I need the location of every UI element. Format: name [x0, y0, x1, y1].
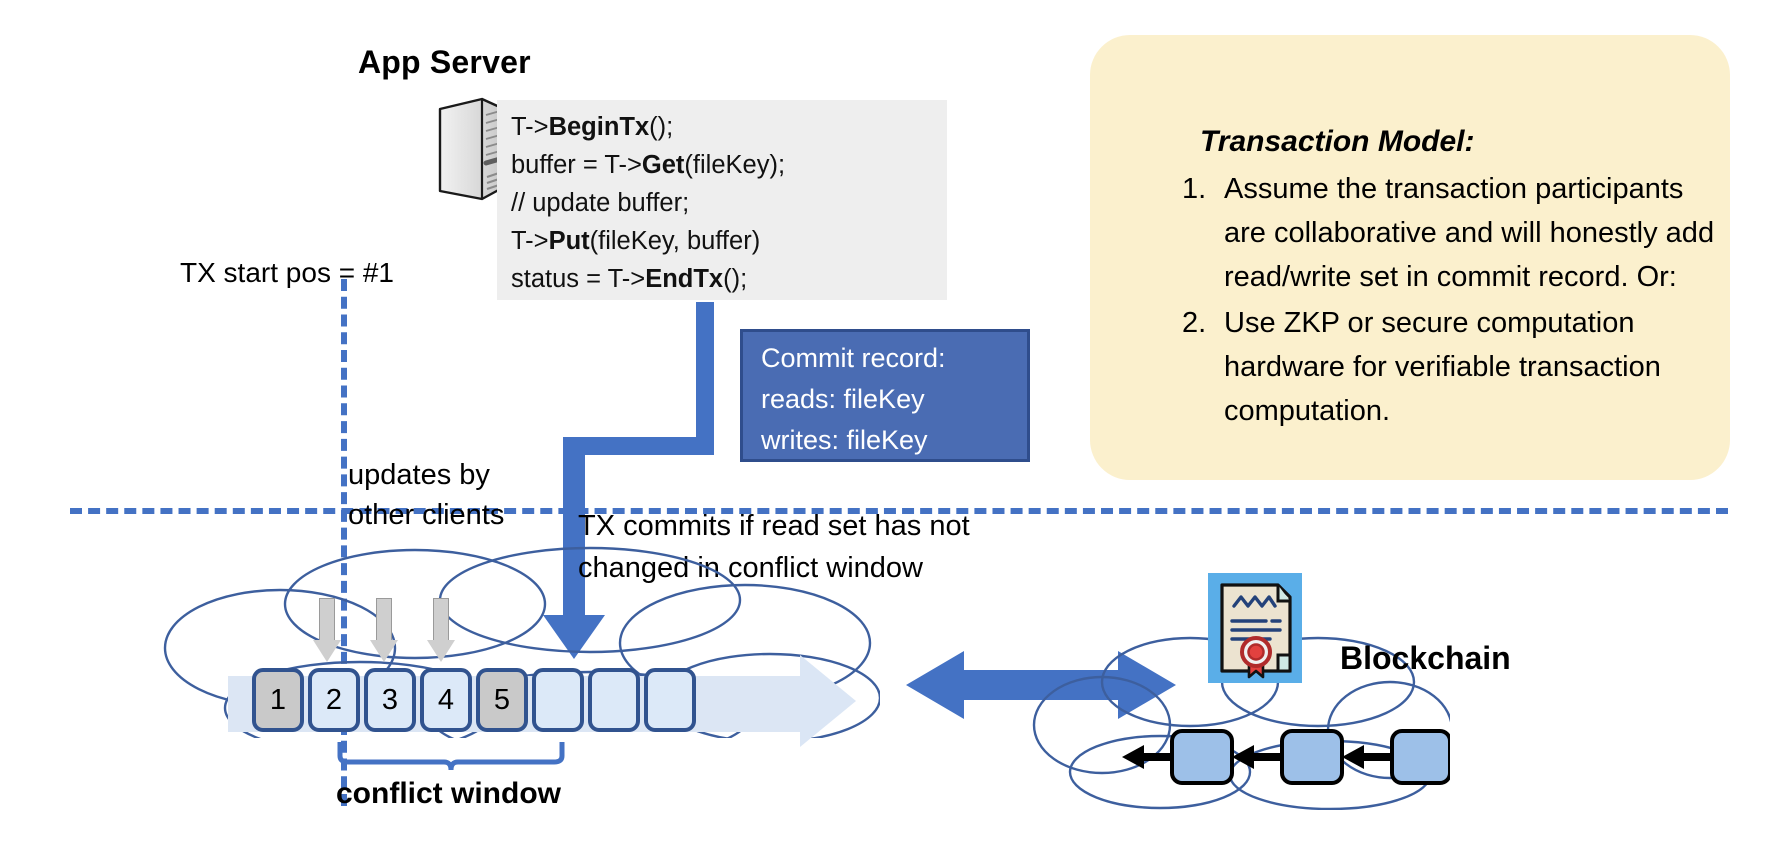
tx-start-dashed-line	[341, 279, 347, 806]
log-entry-label: 4	[437, 683, 455, 716]
list-item-text: Use ZKP or secure computation hardware f…	[1224, 307, 1661, 427]
code-snippet-block: T->BeginTx(); buffer = T->Get(fileKey); …	[497, 100, 947, 300]
boundary-dashed-line	[70, 508, 1728, 514]
code-line: T->BeginTx();	[511, 113, 674, 141]
log-entry-box[interactable]	[532, 668, 584, 732]
commit-record-box: Commit record: reads: fileKey writes: fi…	[740, 329, 1030, 462]
tx-commits-note-line: changed in conflict window	[578, 552, 923, 584]
list-item: 1. Assume the transaction participants a…	[1182, 167, 1722, 299]
log-entry-box[interactable]	[644, 668, 696, 732]
log-entry-label: 5	[493, 683, 511, 716]
tx-commits-note: TX commits if read set has not changed i…	[578, 505, 970, 589]
log-entry-box[interactable]: 3	[364, 668, 416, 732]
commit-arrow-segment-vertical-down	[563, 437, 585, 632]
log-entry-box[interactable]: 2	[308, 668, 360, 732]
log-entry-box[interactable]: 5	[476, 668, 528, 732]
log-entry-label: 3	[381, 683, 399, 716]
chain-block-list	[1110, 722, 1452, 792]
updates-by-other-clients-label: updates by other clients	[348, 455, 504, 535]
list-item-number: 1.	[1182, 173, 1207, 205]
log-entry-box[interactable]: 1	[252, 668, 304, 732]
commit-record-line: writes: fileKey	[761, 425, 928, 455]
code-line: // update buffer;	[511, 189, 690, 217]
app-server-title: App Server	[358, 44, 531, 80]
sync-double-arrow-icon	[906, 640, 1176, 730]
transaction-model-card: Transaction Model: 1. Assume the transac…	[1090, 35, 1730, 480]
commit-arrow-segment-horizontal	[563, 437, 714, 455]
transaction-model-title: Transaction Model:	[1200, 125, 1475, 158]
code-line: T->Put(fileKey, buffer)	[511, 227, 761, 255]
commit-record-line: reads: fileKey	[761, 384, 925, 414]
transaction-model-list: 1. Assume the transaction participants a…	[1182, 167, 1722, 435]
commit-arrow-segment-vertical-top	[696, 302, 714, 448]
blockchain-label: Blockchain	[1340, 640, 1511, 676]
tx-start-pos-label: TX start pos = #1	[180, 257, 394, 288]
log-entry-box[interactable]	[588, 668, 640, 732]
commit-record-line: Commit record:	[761, 343, 946, 373]
updates-label-line: updates by	[348, 459, 490, 491]
log-entry-box[interactable]: 4	[420, 668, 472, 732]
updates-label-line: other clients	[348, 499, 505, 531]
log-entry-label: 2	[325, 683, 343, 716]
code-line: buffer = T->Get(fileKey);	[511, 151, 786, 179]
conflict-window-label: conflict window	[336, 777, 561, 810]
code-line: status = T->EndTx();	[511, 265, 748, 293]
list-item-number: 2.	[1182, 307, 1207, 339]
conflict-window-brace	[336, 740, 566, 774]
tx-commits-note-line: TX commits if read set has not	[578, 510, 970, 542]
list-item-text: Assume the transaction participants are …	[1224, 173, 1715, 293]
log-continues-arrow-icon	[800, 655, 856, 747]
log-entry-label: 1	[269, 683, 287, 716]
certificate-seal-icon	[1208, 573, 1302, 683]
list-item: 2. Use ZKP or secure computation hardwar…	[1182, 301, 1722, 433]
log-entry-list: 1 2 3 4 5	[252, 668, 696, 732]
